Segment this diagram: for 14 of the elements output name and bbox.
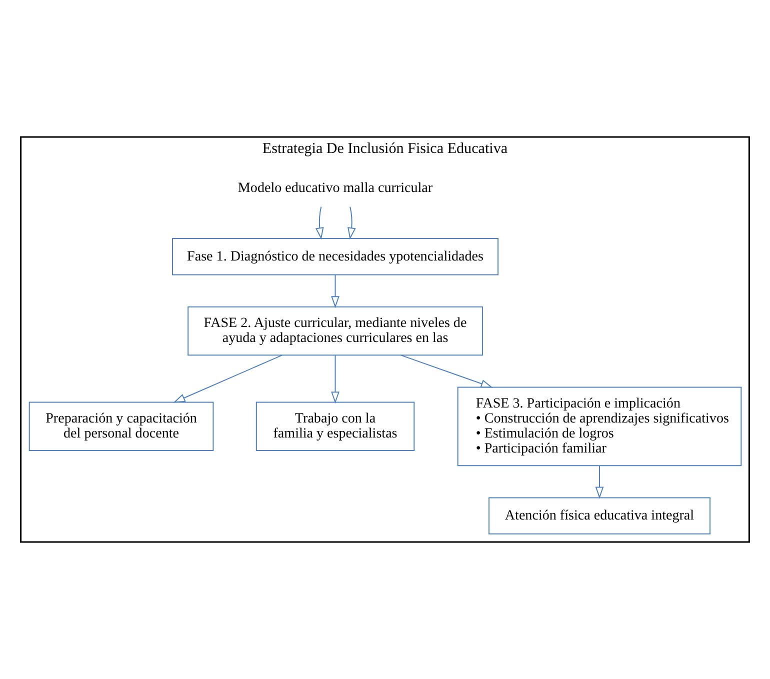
arrow bbox=[400, 354, 493, 388]
arrow bbox=[173, 354, 282, 403]
node-text: Modelo educativo malla curricular bbox=[238, 180, 433, 196]
node-box: FASE 2. Ajuste curricular, mediante niveles de ayuda y adaptaciones curriculares en las bbox=[188, 306, 483, 356]
arrow bbox=[595, 466, 604, 499]
arrow bbox=[331, 356, 340, 404]
node-box: Trabajo con la familia y especialistas bbox=[256, 402, 415, 452]
node-box: FASE 3. Participación e implicación • Construcción de aprendizajes significativos • Estimulación de logros • Participación familiar bbox=[457, 386, 742, 466]
arrow bbox=[348, 206, 356, 240]
node-box: Atención física educativa integral bbox=[488, 497, 711, 534]
node-box: Preparación y capacitación del personal docente bbox=[28, 402, 214, 452]
arrow bbox=[315, 206, 324, 240]
arrow bbox=[331, 274, 340, 308]
node-box: Fase 1. Diagnóstico de necesidades ypotencialidades bbox=[172, 238, 499, 276]
